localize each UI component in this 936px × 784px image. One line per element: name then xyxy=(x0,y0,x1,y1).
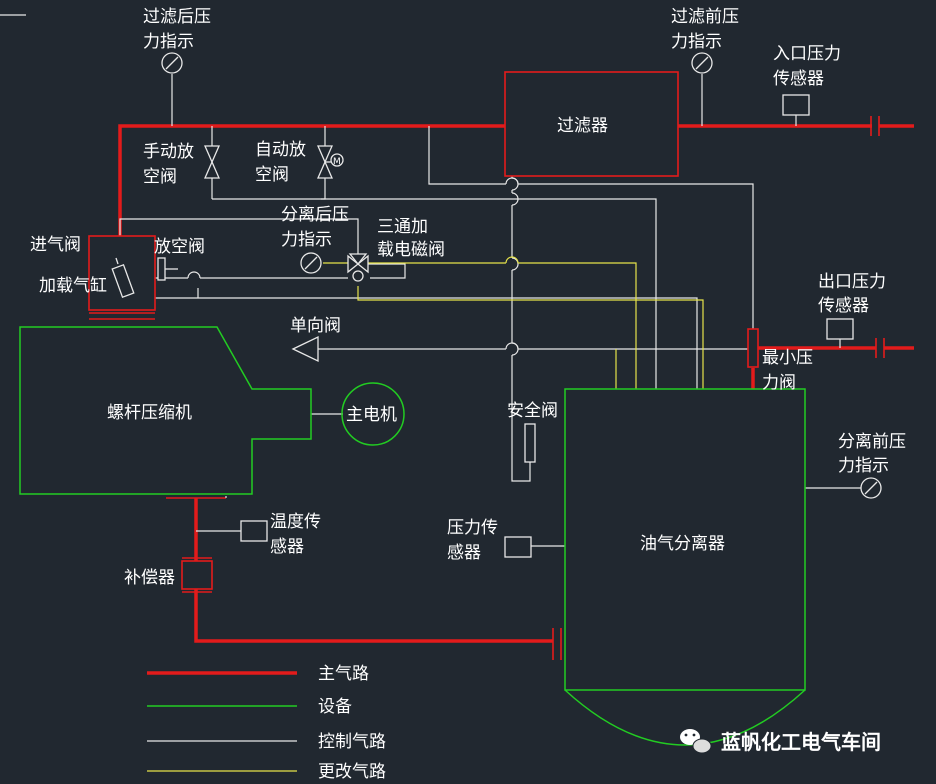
outlet-sensor-label: 出口压力 xyxy=(818,272,886,292)
screw-compressor-outline xyxy=(19,326,312,495)
inlet-sensor-icon xyxy=(782,94,810,116)
inlet-sensor-label: 传感器 xyxy=(773,69,824,89)
main-motor-circle xyxy=(341,382,405,446)
min-pressure-valve-label: 最小压 xyxy=(762,348,813,368)
legend-label-control: 控制气路 xyxy=(318,732,386,752)
safety-valve-label: 安全阀 xyxy=(507,401,558,421)
pressure-sensor-label: 感器 xyxy=(447,543,481,563)
temp-sensor-icon xyxy=(240,520,268,542)
load-cylinder-label: 加载气缸 xyxy=(39,275,107,296)
legend-label-modified: 更改气路 xyxy=(318,762,386,782)
sep-before-gauge-label: 力指示 xyxy=(838,456,889,476)
auto-vent-label: 空阀 xyxy=(255,165,289,185)
pressure-sensor-label: 压力传 xyxy=(447,518,498,538)
three-way-valve-label: 三通加 xyxy=(377,217,428,237)
compensator-icon xyxy=(181,560,213,590)
legend-label-main: 主气路 xyxy=(318,664,369,684)
vent-valve-label: 放空阀 xyxy=(154,237,205,257)
filter-box xyxy=(504,71,679,177)
min-pressure-valve-label: 力阀 xyxy=(762,373,796,393)
control-air-path xyxy=(119,74,861,547)
vent-valve-icon xyxy=(157,257,178,281)
filter-before-gauge-label: 过滤前压 xyxy=(671,7,739,27)
main-motor-label: 主电机 xyxy=(346,405,397,425)
separator-label: 油气分离器 xyxy=(640,534,725,554)
auto-vent-valve-icon xyxy=(317,145,344,179)
filter-label: 过滤器 xyxy=(557,116,608,136)
compensator-label: 补偿器 xyxy=(124,568,175,588)
filter-after-gauge-icon xyxy=(161,52,183,74)
filter-before-gauge-icon xyxy=(691,52,713,74)
filter-before-gauge-label: 力指示 xyxy=(671,32,722,52)
check-valve-label: 单向阀 xyxy=(290,316,341,336)
sep-before-gauge-icon xyxy=(860,477,882,499)
temp-sensor-label: 感器 xyxy=(270,537,304,557)
wechat-icon xyxy=(680,729,712,754)
outlet-sensor-icon xyxy=(826,318,854,340)
sep-before-gauge-label: 分离前压 xyxy=(838,432,906,452)
sep-after-gauge-label: 分离后压 xyxy=(281,205,349,225)
three-way-solenoid-valve-icon xyxy=(347,253,369,282)
motor-mark: M xyxy=(333,157,341,167)
auto-vent-label: 自动放 xyxy=(255,140,306,160)
sep-after-gauge-label: 力指示 xyxy=(281,230,332,250)
filter-after-gauge-label: 力指示 xyxy=(143,32,194,52)
check-valve-icon xyxy=(291,335,319,363)
temp-sensor-label: 温度传 xyxy=(270,512,321,532)
watermark-text: 蓝帆化工电气车间 xyxy=(721,730,881,754)
load-cylinder-icon xyxy=(111,257,135,298)
three-way-valve-label: 载电磁阀 xyxy=(377,240,445,260)
sep-after-gauge-icon xyxy=(300,252,322,274)
min-pressure-valve-icon xyxy=(747,328,759,368)
screw-compressor-label: 螺杆压缩机 xyxy=(107,403,192,423)
outlet-sensor-label: 传感器 xyxy=(818,296,869,316)
manual-vent-label: 空阀 xyxy=(143,167,177,187)
modified-air-path xyxy=(323,256,704,389)
legend-label-equipment: 设备 xyxy=(318,697,352,717)
watermark: 蓝帆化工电气车间 xyxy=(680,729,881,754)
pressure-sensor-icon xyxy=(504,536,532,558)
filter-after-gauge-label: 过滤后压 xyxy=(143,7,211,27)
intake-valve-label: 进气阀 xyxy=(30,235,81,255)
safety-valve-icon xyxy=(524,423,536,463)
legend: 主气路 设备 控制气路 更改气路 xyxy=(147,664,386,782)
manual-vent-valve-icon xyxy=(204,145,220,179)
separator-outline xyxy=(564,388,806,746)
inlet-sensor-label: 入口压力 xyxy=(773,44,841,64)
manual-vent-label: 手动放 xyxy=(143,142,194,162)
main-air-path xyxy=(118,116,914,660)
